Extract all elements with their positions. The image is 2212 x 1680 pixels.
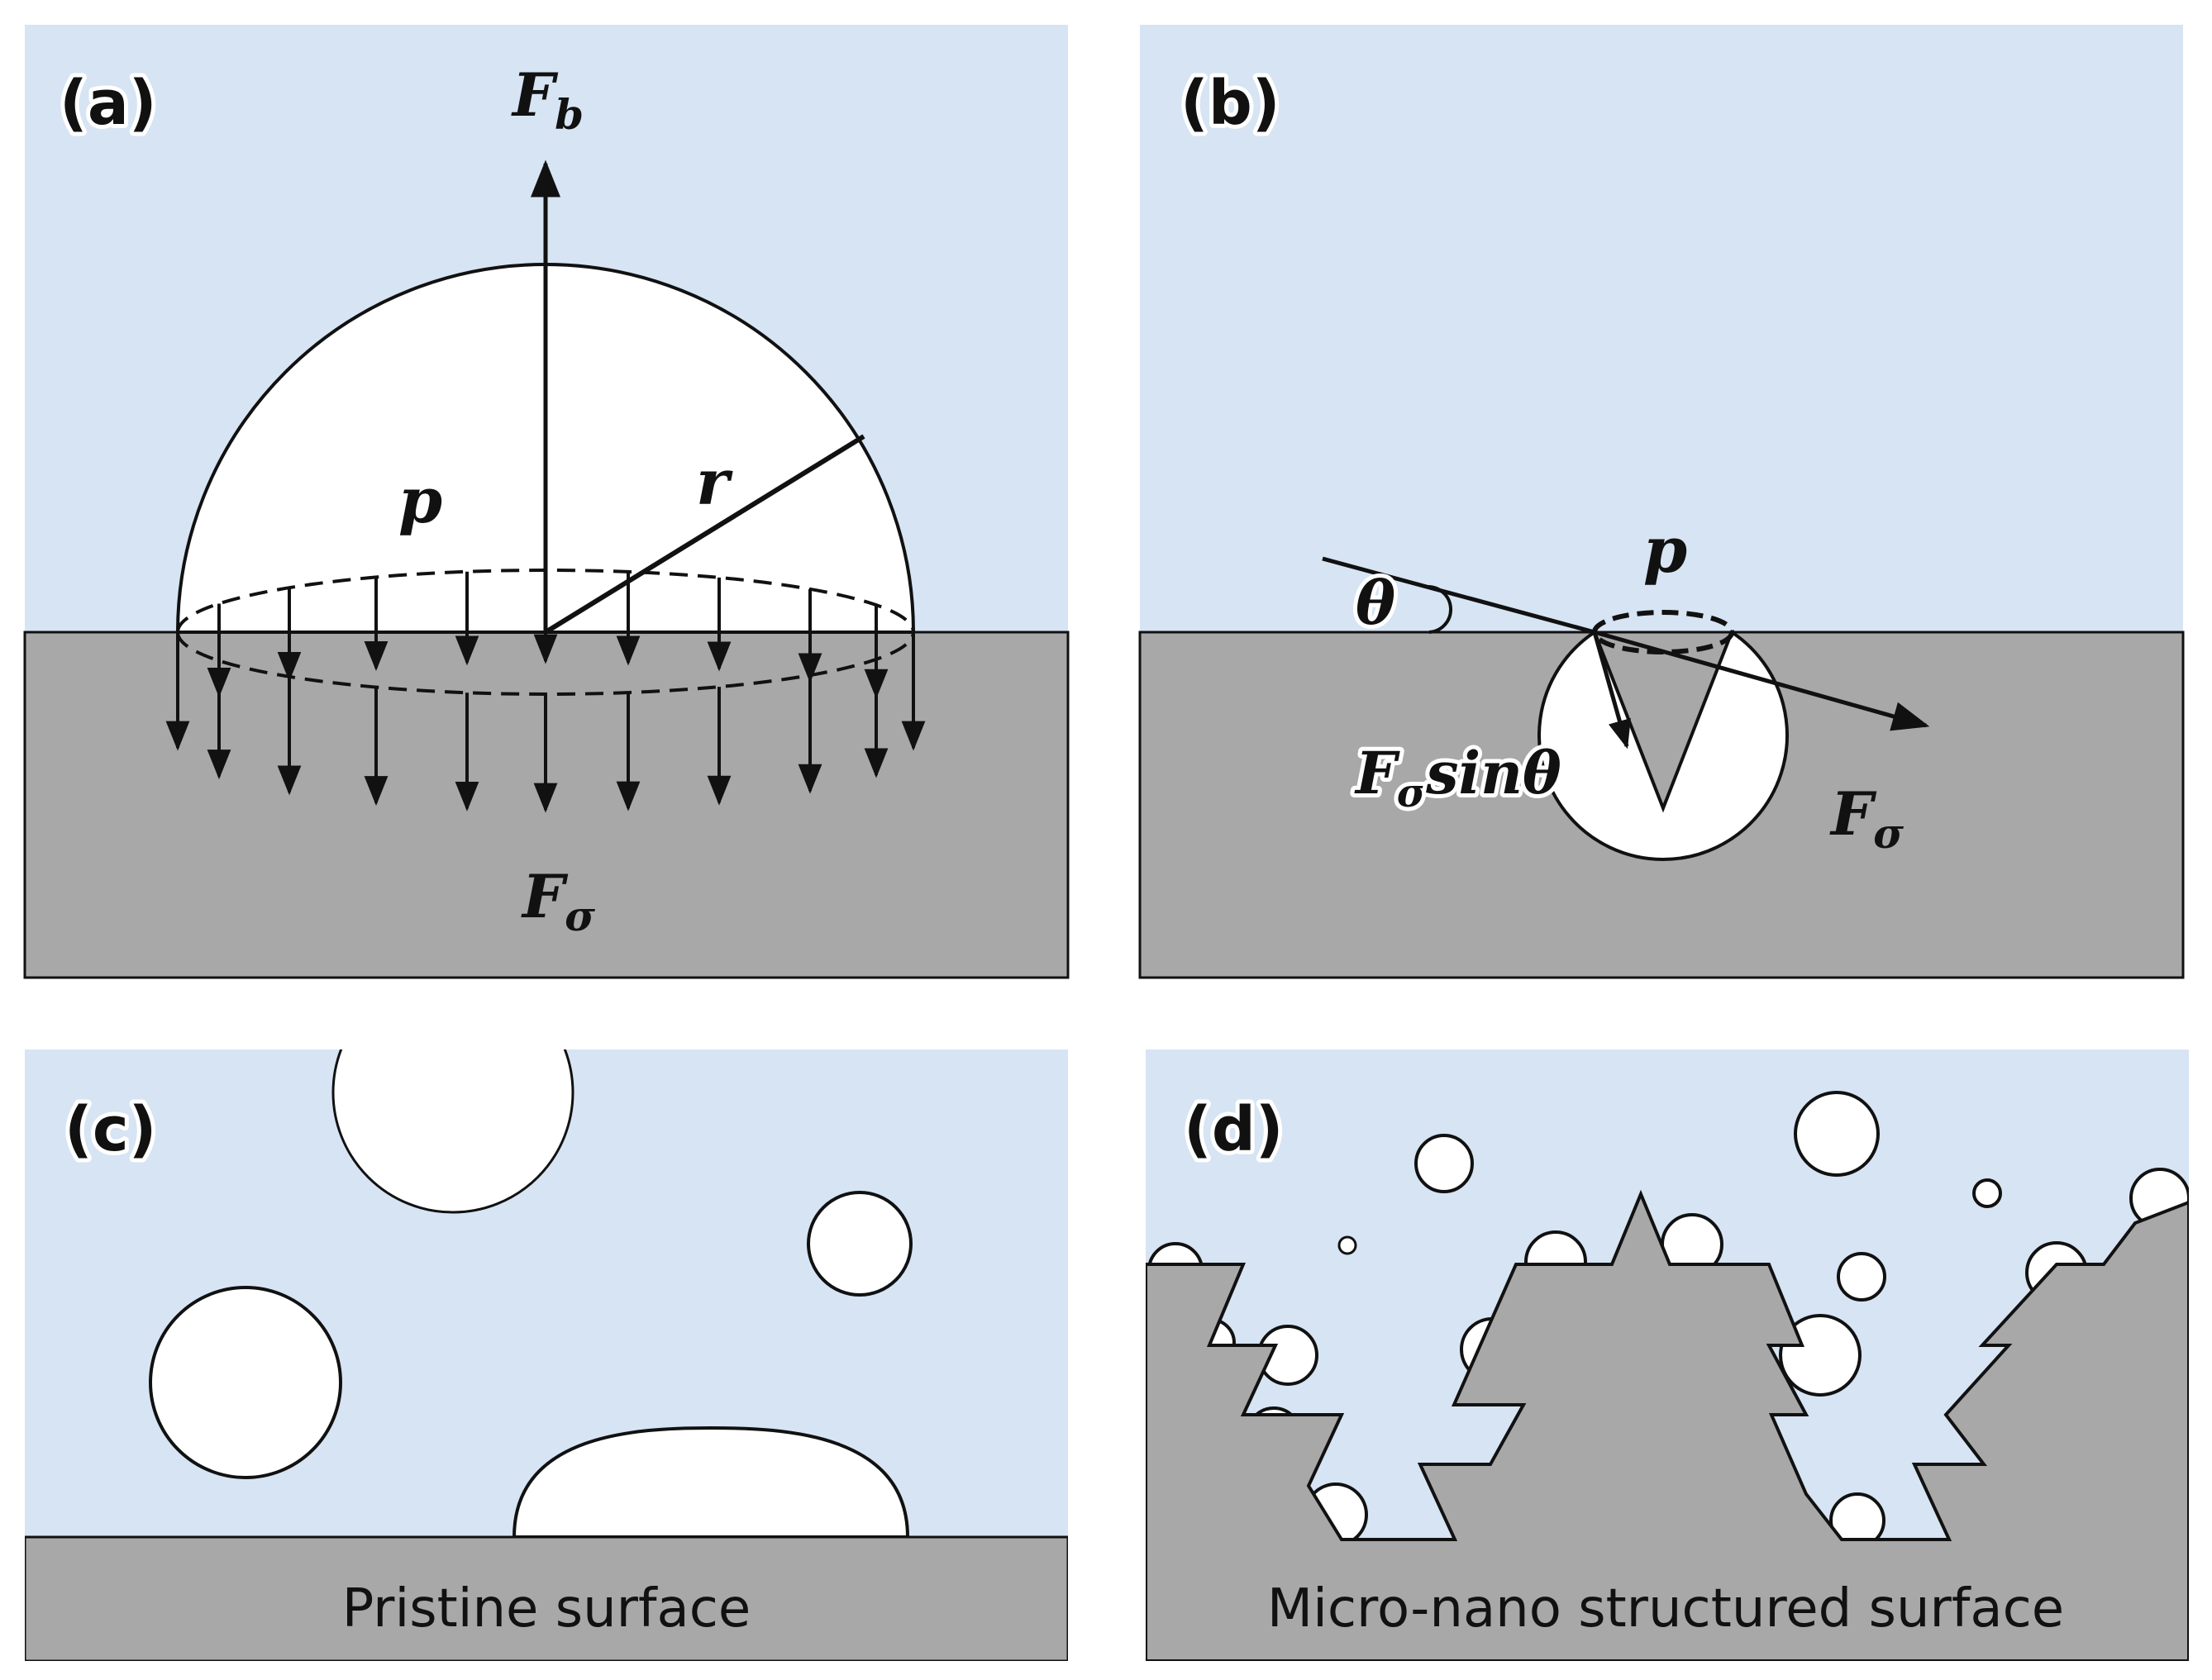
bubble bbox=[331, 1049, 574, 1214]
surface-caption: Pristine surface bbox=[342, 1578, 751, 1640]
tension-label: Fσ bbox=[1829, 778, 1904, 858]
bubble bbox=[149, 1286, 342, 1479]
panel-c bbox=[25, 1049, 1068, 1661]
attached-bubble bbox=[512, 1425, 910, 1539]
buoyancy-label: Fb bbox=[511, 59, 584, 139]
bubble bbox=[1337, 1235, 1357, 1255]
component-label: Fσsinθ bbox=[1354, 739, 1561, 816]
tension-arrow bbox=[1594, 630, 1930, 731]
pressure-label: p bbox=[398, 464, 442, 537]
surface-caption: Micro-nano structured surface bbox=[1267, 1578, 2064, 1640]
bubble bbox=[1837, 1252, 1886, 1302]
tension-arrows bbox=[165, 570, 926, 813]
bubble bbox=[1414, 1134, 1474, 1193]
fractal-structured-solid bbox=[1146, 1189, 2189, 1661]
radius-label: r bbox=[696, 445, 733, 519]
angle-label: θ bbox=[1356, 568, 1395, 638]
panel-a: (a) Fb p r Fσ bbox=[23, 25, 1070, 979]
tangent-line-back bbox=[1322, 556, 1595, 635]
bubble bbox=[1972, 1178, 2002, 1208]
panel-label: (c) bbox=[64, 1094, 157, 1165]
pressure-label: p bbox=[1643, 513, 1687, 587]
free-bubbles bbox=[1337, 1091, 2002, 1283]
bubble bbox=[807, 1191, 913, 1297]
panel-d bbox=[1146, 1049, 2189, 1661]
bubble bbox=[1779, 1314, 1862, 1397]
solid-substrate bbox=[25, 1535, 1068, 1661]
panel-b: (b) θ p Fσsinθ Fσ bbox=[1138, 25, 2185, 979]
panel-label: (b) bbox=[1180, 68, 1280, 139]
pinned-bubble bbox=[1537, 629, 1789, 861]
liquid-region bbox=[1140, 25, 2183, 632]
radius-line bbox=[544, 434, 865, 635]
panel-label: (d) bbox=[1184, 1094, 1284, 1165]
bubble bbox=[1794, 1091, 1880, 1177]
component-arrow bbox=[1592, 631, 1631, 750]
tension-label: Fσ bbox=[521, 861, 595, 940]
angle-arc bbox=[1426, 584, 1452, 634]
panel-label: (a) bbox=[60, 68, 157, 139]
